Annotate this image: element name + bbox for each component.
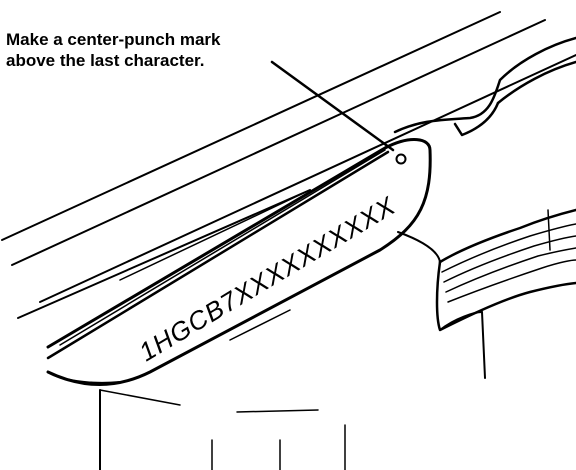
- ribbon-fold: [439, 311, 483, 331]
- harness-drop-line: [481, 311, 486, 379]
- upper-bracket: [393, 36, 576, 134]
- harness-top-edge: [397, 231, 441, 263]
- upper-rail-line-4: [17, 189, 311, 319]
- lower-edge-middle: [236, 409, 319, 413]
- lower-lip: [47, 371, 121, 384]
- callout-line-1: Make a center-punch mark: [6, 30, 221, 49]
- upper-rail-line-3: [39, 54, 576, 303]
- ribbon-line-4: [445, 247, 576, 293]
- vin-plate-inner-edge: [59, 149, 386, 346]
- callout-line-2: above the last character.: [6, 51, 204, 70]
- center-punch-mark: [395, 153, 407, 165]
- ribbon-line-1: [438, 208, 576, 264]
- vin-plate-outline: [46, 138, 432, 387]
- right-edge-tick: [547, 209, 551, 251]
- faint-diagonal-2: [229, 309, 291, 341]
- ribbon-line-3: [443, 235, 576, 283]
- bracket-lower-edge: [496, 60, 576, 105]
- callout-leader-line: [270, 60, 395, 152]
- ribbon-line-5: [447, 259, 576, 303]
- faint-diagonal-1: [119, 189, 311, 281]
- bracket-tab: [453, 101, 500, 137]
- ribbon-line-2: [441, 223, 576, 273]
- upper-rail-line-2: [11, 19, 546, 266]
- vin-plate-upper-edge: [46, 150, 390, 360]
- upper-rail-line-1: [1, 11, 501, 241]
- lower-edge-left: [99, 389, 181, 406]
